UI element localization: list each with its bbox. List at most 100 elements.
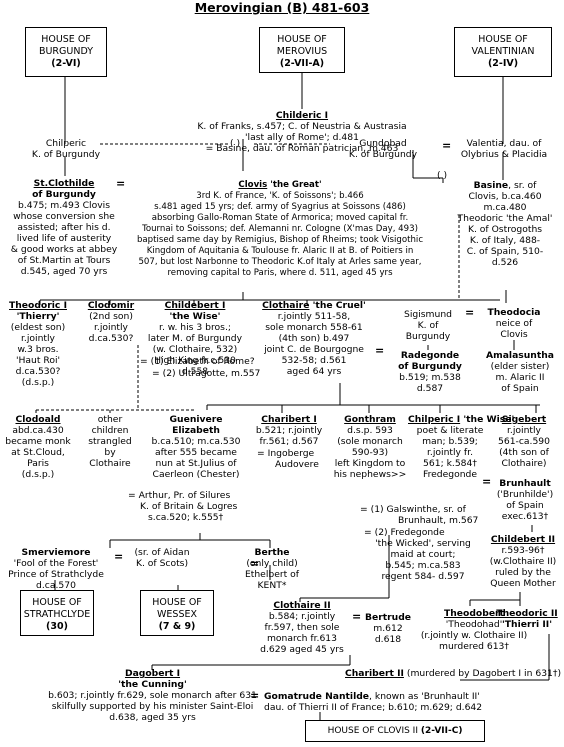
person-name: Basine (473, 180, 509, 191)
person-detail: d.ca.570 (36, 580, 76, 591)
house-valentinian-box[interactable]: HOUSE OF VALENTINIAN (2-IV) (454, 27, 552, 77)
marriage-sign: = (116, 177, 126, 190)
person-detail: b.475; m.493 Clovis (18, 200, 110, 211)
person-detail: 532-58; d.561 (281, 355, 347, 366)
person-detail: Clothaire (89, 458, 131, 469)
person-detail: m.ca.480 (483, 202, 527, 213)
person-basine: Basine, sr. of Clovis, b.ca.460 m.ca.480… (450, 180, 560, 268)
house-label: HOUSE OF (277, 34, 327, 45)
person-detail: (d.s.p.) (21, 469, 55, 480)
person-detail: (w. Clothaire, 532) (152, 344, 238, 355)
person-detail: assisted; after his d. (17, 222, 111, 233)
person-detail: 'Fool of the Forest' (13, 558, 99, 569)
person-name: Amalasuntha (486, 350, 554, 361)
person-detail: Paris (27, 458, 49, 469)
person-detail: d.638, aged 35 yrs (109, 712, 196, 723)
house-name: VALENTINIAN (471, 46, 535, 57)
person-chilperic-i: Chilperic I 'the Wise' poet & literate m… (408, 414, 514, 480)
person-name: Brunhault (499, 478, 551, 489)
person-detail: (2nd son) (89, 311, 133, 322)
person-radegonde: Radegonde of Burgundy b.519; m.538 d.587 (385, 350, 475, 394)
person-detail: Prince of Strathclyde (8, 569, 104, 580)
person-detail: (w.Clothaire II) (489, 556, 557, 567)
house-strathclyde-box[interactable]: HOUSE OF STRATHCLYDE (30) (20, 590, 94, 636)
person-clodomir: Clodomir (2nd son) r.jointly d.ca.530? (80, 300, 142, 344)
house-burgundy-box[interactable]: HOUSE OF BURGUNDY (2-VI) (25, 27, 107, 77)
person-aidan-sister: (sr. of Aidan K. of Scots) (124, 547, 200, 569)
person-detail: of Spain (501, 383, 539, 394)
person-detail: b.603; r.jointly fr.629, sole monarch af… (48, 690, 257, 701)
person-name: Valentia, dau. of (466, 138, 542, 149)
person-name: Theodoric II (496, 608, 558, 619)
person-clothilde: St.Clothilde of Burgundy b.475; m.493 Cl… (8, 178, 120, 277)
house-merovius-box[interactable]: HOUSE OF MEROVIUS (2-VII-A) (259, 27, 345, 73)
person-detail: murdered 613† (439, 641, 509, 652)
person-detail: w.3 bros. (17, 344, 59, 355)
marriage-ingoberge: = Ingoberge (257, 448, 315, 459)
house-name: WESSEX (157, 609, 197, 620)
person-detail: High King fr.c.530 (154, 355, 236, 366)
house-wessex-box[interactable]: HOUSE OF WESSEX (7 & 9) (140, 590, 214, 636)
person-name: Radegonde (400, 350, 460, 361)
person-detail: 'the Wicked', serving (375, 538, 471, 549)
person-detail: (only child) (246, 558, 298, 569)
person-detail: children (91, 425, 129, 436)
person-epithet: 'the Cruel' (309, 300, 366, 311)
marriage-sign: = (375, 344, 385, 357)
person-detail: K. of Italy, 488- (469, 235, 541, 246)
person-detail: other (97, 414, 123, 425)
person-detail: s.481 aged 15 yrs; def. army of Syagrius… (154, 202, 406, 212)
person-name: Gonthram (344, 414, 396, 425)
person-detail: joint C. de Bourgogne (264, 344, 364, 355)
person-charibert-ii: Charibert II (murdered by Dagobert I in … (345, 668, 561, 679)
person-detail: aged 64 yrs (286, 366, 342, 377)
person-chilperic-burgundy: Chilperic K. of Burgundy (30, 138, 102, 160)
person-smerviemore: Smerviemore 'Fool of the Forest' Prince … (0, 547, 112, 591)
person-berthe: Berthe (only child) Ethelbert of KENT* (236, 547, 308, 591)
person-detail: = Basine, dau. of Roman patrician, m.463 (205, 143, 399, 154)
person-name: Berthe (254, 547, 290, 558)
person-clothaire: Clothaire 'the Cruel' r.jointly 511-58, … (255, 300, 373, 377)
marriage-childebert-2: = (2) Ultragotte, m.557 (152, 368, 261, 379)
person-detail: strangled (88, 436, 132, 447)
person-name: Theodocia (487, 307, 541, 318)
person-theodocia: Theodocia neice of Clovis (472, 307, 556, 340)
person-detail: r.jointly (21, 333, 55, 344)
person-detail: , sr. of (508, 180, 537, 191)
person-name: Smerviemore (21, 547, 91, 558)
person-detail: (sole monarch (337, 436, 403, 447)
person-detail: 561-ca.590 (498, 436, 550, 447)
person-detail: 3rd K. of France, 'K. of Soissons'; b.46… (196, 191, 364, 201)
arthur-dates: s.ca.520; k.555† (148, 512, 224, 523)
person-detail: d.629 aged 45 yrs (260, 644, 344, 655)
person-detail: nun at St.Julius of (155, 458, 237, 469)
marriage-sign: = (114, 550, 124, 563)
person-bertrude: Bertrude m.612 d.618 (360, 612, 416, 645)
person-amalasuntha: Amalasuntha (elder sister) m. Alaric II … (478, 350, 562, 394)
marriage-arthur: = Arthur, Pr. of Silures (128, 490, 231, 501)
person-detail: 'Theodohad' (445, 619, 503, 630)
person-name: Sigismund (404, 309, 452, 320)
person-detail: 507, but lost Narbonne to Theodoric K.of… (138, 257, 422, 267)
house-code: (30) (46, 621, 68, 632)
person-name: Theodoric I (9, 300, 67, 311)
person-name: Clothaire II (273, 600, 331, 611)
house-clovis-ii-box[interactable]: HOUSE OF CLOVIS II (2-VII-C) (305, 720, 485, 742)
paren-marker: ( ) (230, 138, 241, 149)
person-detail: m. Alaric II (495, 372, 545, 383)
person-sigebert: Sigebert r.jointly 561-ca.590 (4th son o… (488, 414, 560, 469)
person-detail: ('Brunhilde') (496, 489, 554, 500)
person-detail: removing capital to Paris, where d. 511,… (167, 268, 393, 278)
person-name: Childebert II (490, 534, 556, 545)
house-code: (7 & 9) (158, 621, 196, 632)
marriage-sign: = (482, 475, 492, 488)
person-valentia: Valentia, dau. of Olybrius & Placidia (452, 138, 556, 160)
marriage-sign: = (465, 306, 475, 319)
person-name: Clodoald (15, 414, 61, 425)
person-gonthram: Gonthram d.s.p. 593 (sole monarch 590-93… (330, 414, 410, 480)
person-detail: (r.jointly w. Clothaire II) (420, 630, 528, 641)
spouse-audovere: Audovere (275, 459, 319, 470)
person-detail: (elder sister) (490, 361, 550, 372)
person-detail: by (104, 447, 116, 458)
